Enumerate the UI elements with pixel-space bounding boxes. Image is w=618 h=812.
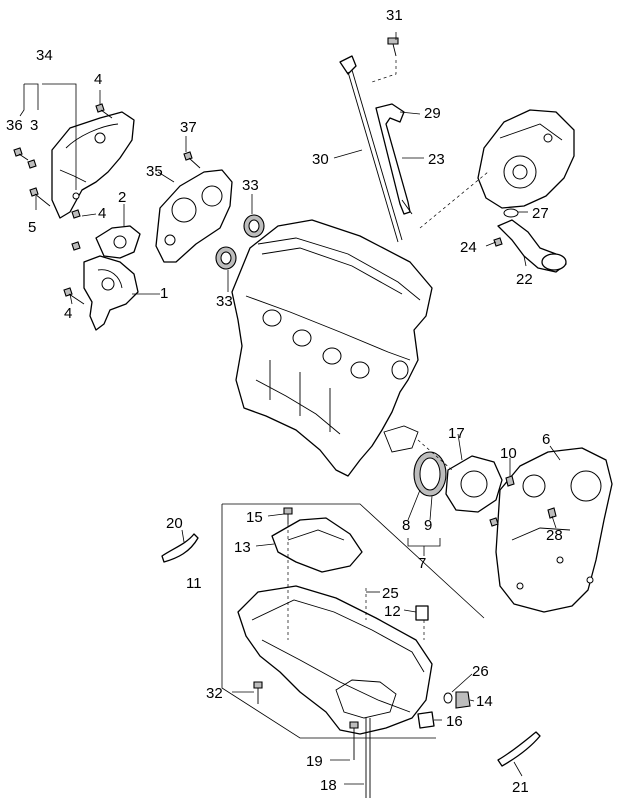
bolt-icon	[13, 147, 23, 157]
bolt-icon	[95, 103, 105, 113]
callout-37: 37	[180, 119, 197, 136]
assembly-lines	[287, 60, 489, 640]
callout-11: 11	[186, 575, 202, 592]
callout-20: 20	[166, 515, 183, 532]
callout-7: 7	[418, 555, 426, 572]
bolt-icon	[27, 159, 37, 169]
callout-27: 27	[532, 205, 549, 222]
bolt-icon	[183, 151, 193, 161]
callout-13: 13	[234, 539, 251, 556]
callout-19: 19	[306, 753, 323, 770]
callout-35: 35	[146, 163, 163, 180]
callout-numbers: 34 4 36 3 37 35 33 2 4 5 1 33 4 31 29 30…	[6, 7, 563, 796]
bolt-icon	[71, 241, 81, 251]
callout-26: 26	[472, 663, 489, 680]
callout-33-upper: 33	[242, 177, 259, 194]
callout-3: 3	[30, 117, 38, 134]
callout-2: 2	[118, 189, 126, 206]
oil-pan-bolt[interactable]	[253, 681, 359, 760]
callout-4-top: 4	[94, 71, 102, 88]
oil-pan-cap[interactable]	[415, 605, 429, 621]
callout-29: 29	[424, 105, 441, 122]
cover-plate[interactable]	[417, 711, 435, 729]
oil-strainer[interactable]	[497, 219, 567, 273]
oil-pan-bracket-right[interactable]	[497, 731, 541, 767]
timing-cover-upper[interactable]	[51, 111, 135, 219]
callout-16: 16	[446, 713, 463, 730]
plate-bolt[interactable]	[547, 507, 557, 519]
camshaft-oil-seal-lower[interactable]	[215, 246, 237, 270]
callout-30: 30	[312, 151, 329, 168]
callout-9: 9	[424, 517, 432, 534]
callout-31: 31	[386, 7, 403, 24]
callout-5: 5	[28, 219, 36, 236]
callout-18: 18	[320, 777, 337, 794]
camshaft-oil-seal-upper[interactable]	[243, 214, 265, 238]
callout-4-middle: 4	[98, 205, 106, 222]
callout-brackets	[19, 83, 485, 739]
timing-rear-cover[interactable]	[155, 169, 233, 263]
bolt-icons	[13, 103, 201, 305]
callout-6: 6	[542, 431, 550, 448]
seal-case-bolt[interactable]	[489, 475, 515, 527]
callout-33-lower: 33	[216, 293, 233, 310]
callout-34: 34	[36, 47, 53, 64]
callout-28: 28	[546, 527, 563, 544]
baffle-bolt[interactable]	[283, 507, 293, 524]
callout-23: 23	[428, 151, 445, 168]
callout-25: 25	[382, 585, 399, 602]
timing-cover-middle[interactable]	[95, 225, 141, 259]
tube-bolt[interactable]	[493, 237, 503, 247]
callout-17: 17	[448, 425, 465, 442]
oil-pan[interactable]	[237, 585, 433, 735]
callout-15: 15	[246, 509, 263, 526]
oil-dipstick[interactable]	[339, 55, 403, 243]
long-bolt[interactable]	[365, 718, 371, 798]
drain-plug[interactable]	[443, 691, 471, 709]
rear-oil-seal-case[interactable]	[445, 455, 503, 513]
cylinder-head-and-block[interactable]	[231, 219, 433, 477]
callout-4-bottom: 4	[64, 305, 72, 322]
oil-pump-housing[interactable]	[477, 109, 575, 209]
rear-plate[interactable]	[495, 447, 613, 613]
oil-pump-gasket[interactable]	[503, 208, 519, 218]
callout-14: 14	[476, 693, 493, 710]
bolt-icon	[29, 187, 39, 197]
callout-24: 24	[460, 239, 477, 256]
callout-8: 8	[402, 517, 410, 534]
callout-22: 22	[516, 271, 533, 288]
bolt-icon	[71, 209, 81, 219]
callout-12: 12	[384, 603, 401, 620]
callout-36: 36	[6, 117, 23, 134]
callout-32: 32	[206, 685, 223, 702]
callout-10: 10	[500, 445, 517, 462]
leader-lines	[35, 32, 561, 785]
oil-baffle-plate[interactable]	[271, 517, 363, 573]
top-bolt[interactable]	[387, 37, 399, 57]
oil-pan-bracket-left[interactable]	[161, 533, 199, 563]
dipstick-guide-tube[interactable]	[375, 103, 413, 215]
rear-oil-seal[interactable]	[413, 451, 447, 497]
callout-1: 1	[160, 285, 168, 302]
callout-21: 21	[512, 779, 529, 796]
timing-cover-lower[interactable]	[83, 255, 139, 331]
